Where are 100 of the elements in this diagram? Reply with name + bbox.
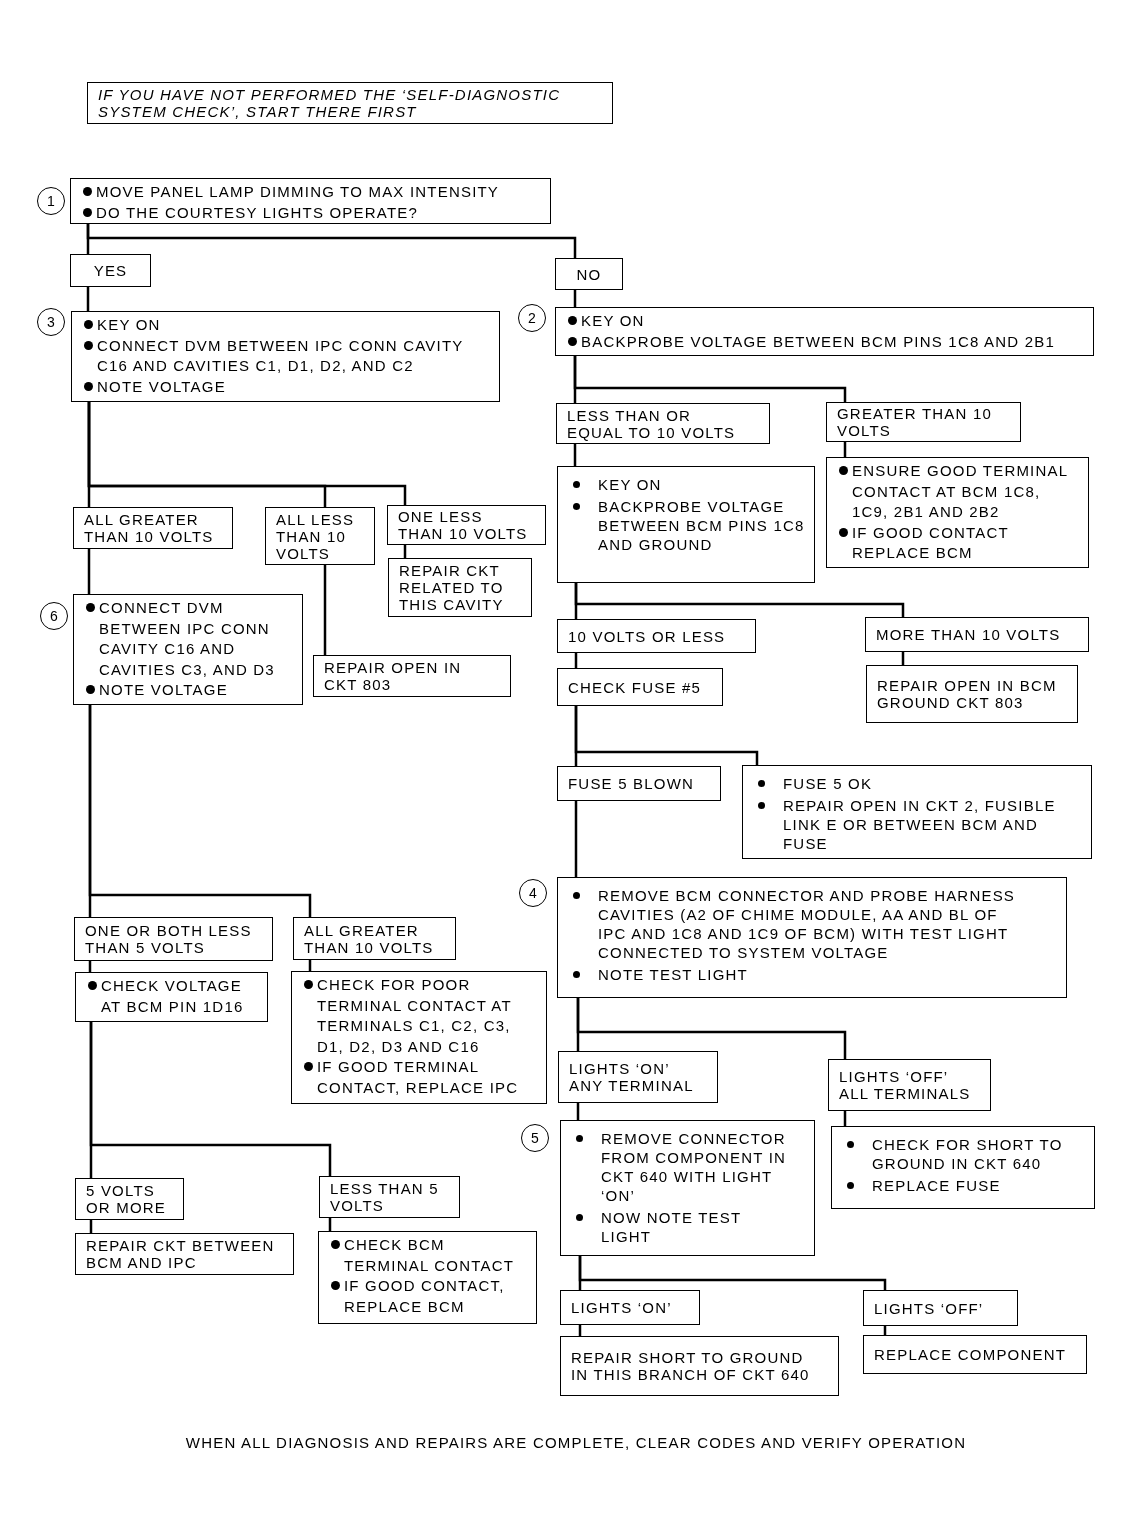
box-text: REPAIR OPEN IN CKT 803 [324,659,463,693]
connector-line [574,706,759,765]
step-box [71,311,500,402]
action-box [742,765,1092,859]
condition-box [560,1290,700,1325]
condition-box [75,1178,184,1220]
box-text: BACKPROBE VOLTAGE BETWEEN BCM PINS 1C8 AND 2B1 [581,331,1055,352]
box-text: IF GOOD TERMINAL CONTACT, REPLACE IPC [317,1057,520,1098]
box-text: IF GOOD CONTACT REPLACE BCM [852,522,1010,563]
box-text: REMOVE CONNECTOR FROM COMPONENT IN CKT 640 WITH LIGHT ‘ON’ [601,1129,788,1205]
action-box [75,1233,294,1275]
box-text: NOTE VOLTAGE [99,680,228,700]
connector-line [574,583,905,617]
box-text: LIGHTS ‘OFF’ [874,1299,984,1317]
box-text: YES [93,262,128,279]
box-text: ALL GREATER THAN 10 VOLTS [304,921,435,956]
action-box [313,655,511,697]
box-text: NOTE TEST LIGHT [598,965,748,984]
action-box [291,971,547,1104]
action-box [831,1126,1095,1209]
box-text: REPAIR OPEN IN BCM GROUND CKT 803 [877,677,1058,711]
condition-box [865,617,1089,652]
box-text: BACKPROBE VOLTAGE BETWEEN BCM PINS 1C8 AND GROUND [598,497,806,554]
footer-note: WHEN ALL DIAGNOSIS AND REPAIRS ARE COMPLETE, CLEAR CODES AND VERIFY OPERATION [184,1433,967,1453]
box-text: REMOVE BCM CONNECTOR AND PROBE HARNESS CAVITIES (A2 OF CHIME MODULE, AA AND BL OF IPC AND 1C8 AND 1C9 OF BCM) WITH TEST LIGHT CONNECTED TO SYSTEM VOLTAGE [598,886,1017,962]
box-text: LIGHTS ‘OFF’ ALL TERMINALS [839,1068,972,1102]
condition-box [70,254,151,287]
box-text: LESS THAN OR EQUAL TO 10 VOLTS [567,406,737,441]
note-box [87,82,613,124]
box-text: LESS THAN 5 VOLTS [330,1180,440,1214]
box-text: GREATER THAN 10 VOLTS [837,405,993,439]
box-text: LIGHTS ‘ON’ [571,1299,672,1316]
condition-box [74,917,273,961]
connector-line [323,565,327,655]
condition-box [557,766,721,801]
box-text: NOW NOTE TEST LIGHT [601,1208,743,1246]
step-box [555,307,1094,356]
connector-line [89,1022,332,1176]
action-box [75,972,268,1022]
box-text: NOTE VOLTAGE [97,376,226,397]
connector-line [86,224,577,258]
condition-box [557,619,756,653]
step-number: 6 [40,602,68,630]
box-text: KEY ON [598,475,662,494]
action-box [866,665,1078,723]
action-box [557,466,815,583]
box-text: MORE THAN 10 VOLTS [876,626,1061,643]
condition-box [387,505,546,545]
box-text: LIGHTS ‘ON’ ANY TERMINAL [569,1060,695,1094]
step-number: 4 [519,879,547,907]
connector-line [87,402,407,505]
step-number: 5 [521,1124,549,1152]
box-text: CHECK FOR POOR TERMINAL CONTACT AT TERMINALS C1, C2, C3, D1, D2, D3 AND C16 [317,975,513,1057]
step-box [557,877,1067,998]
box-text: CHECK BCM TERMINAL CONTACT [344,1235,516,1276]
box-text: 10 VOLTS OR LESS [568,627,726,645]
box-text: ENSURE GOOD TERMINAL CONTACT AT BCM 1C8, 1C9, 2B1 AND 2B2 [852,461,1069,522]
box-text: REPAIR CKT RELATED TO THIS CAVITY [399,562,505,613]
box-text: MOVE PANEL LAMP DIMMING TO MAX INTENSITY [96,182,500,202]
box-text: FUSE 5 BLOWN [568,775,695,792]
connector-line [86,287,90,311]
connector-line [578,1256,887,1290]
box-text: 5 VOLTS OR MORE [86,1182,168,1216]
box-text: REPAIR CKT BETWEEN BCM AND IPC [86,1237,276,1271]
condition-box [265,507,375,565]
box-text: CHECK FUSE #5 [568,678,702,696]
connector-line [88,705,312,917]
connector-line [574,801,578,877]
action-box [318,1231,537,1324]
box-text: IF GOOD CONTACT, REPLACE BCM [344,1276,506,1317]
step-box [73,594,303,705]
box-text: DO THE COURTESY LIGHTS OPERATE? [96,202,418,223]
box-text: IF YOU HAVE NOT PERFORMED THE ‘SELF-DIAGNOSTIC SYSTEM CHECK’, START THERE FIRST [98,86,562,120]
condition-box [555,258,623,290]
box-text: CHECK FOR SHORT TO GROUND IN CKT 640 [872,1135,1064,1173]
box-text: ONE LESS THAN 10 VOLTS [398,508,529,542]
connector-line [573,356,847,402]
step-number: 3 [37,308,65,336]
box-text: CHECK VOLTAGE AT BCM PIN 1D16 [101,976,245,1017]
action-box [557,668,723,706]
connector-line [576,998,847,1059]
condition-box [293,917,456,960]
box-text: KEY ON [581,311,645,331]
action-box [863,1335,1087,1374]
box-text: FUSE 5 OK [783,774,873,793]
box-text: ALL GREATER THAN 10 VOLTS [84,511,215,545]
action-box [560,1336,839,1396]
action-box [388,558,532,617]
condition-box [863,1290,1018,1326]
box-text: KEY ON [97,315,161,335]
box-text: NO [576,265,602,283]
step-box [560,1120,815,1256]
step-box [70,178,551,224]
condition-box [73,507,233,549]
condition-box [828,1059,991,1111]
box-text: REPLACE COMPONENT [874,1346,1067,1363]
step-number: 1 [37,187,65,215]
step-number: 2 [518,304,546,332]
connector-line [87,549,91,594]
action-box [826,457,1089,568]
